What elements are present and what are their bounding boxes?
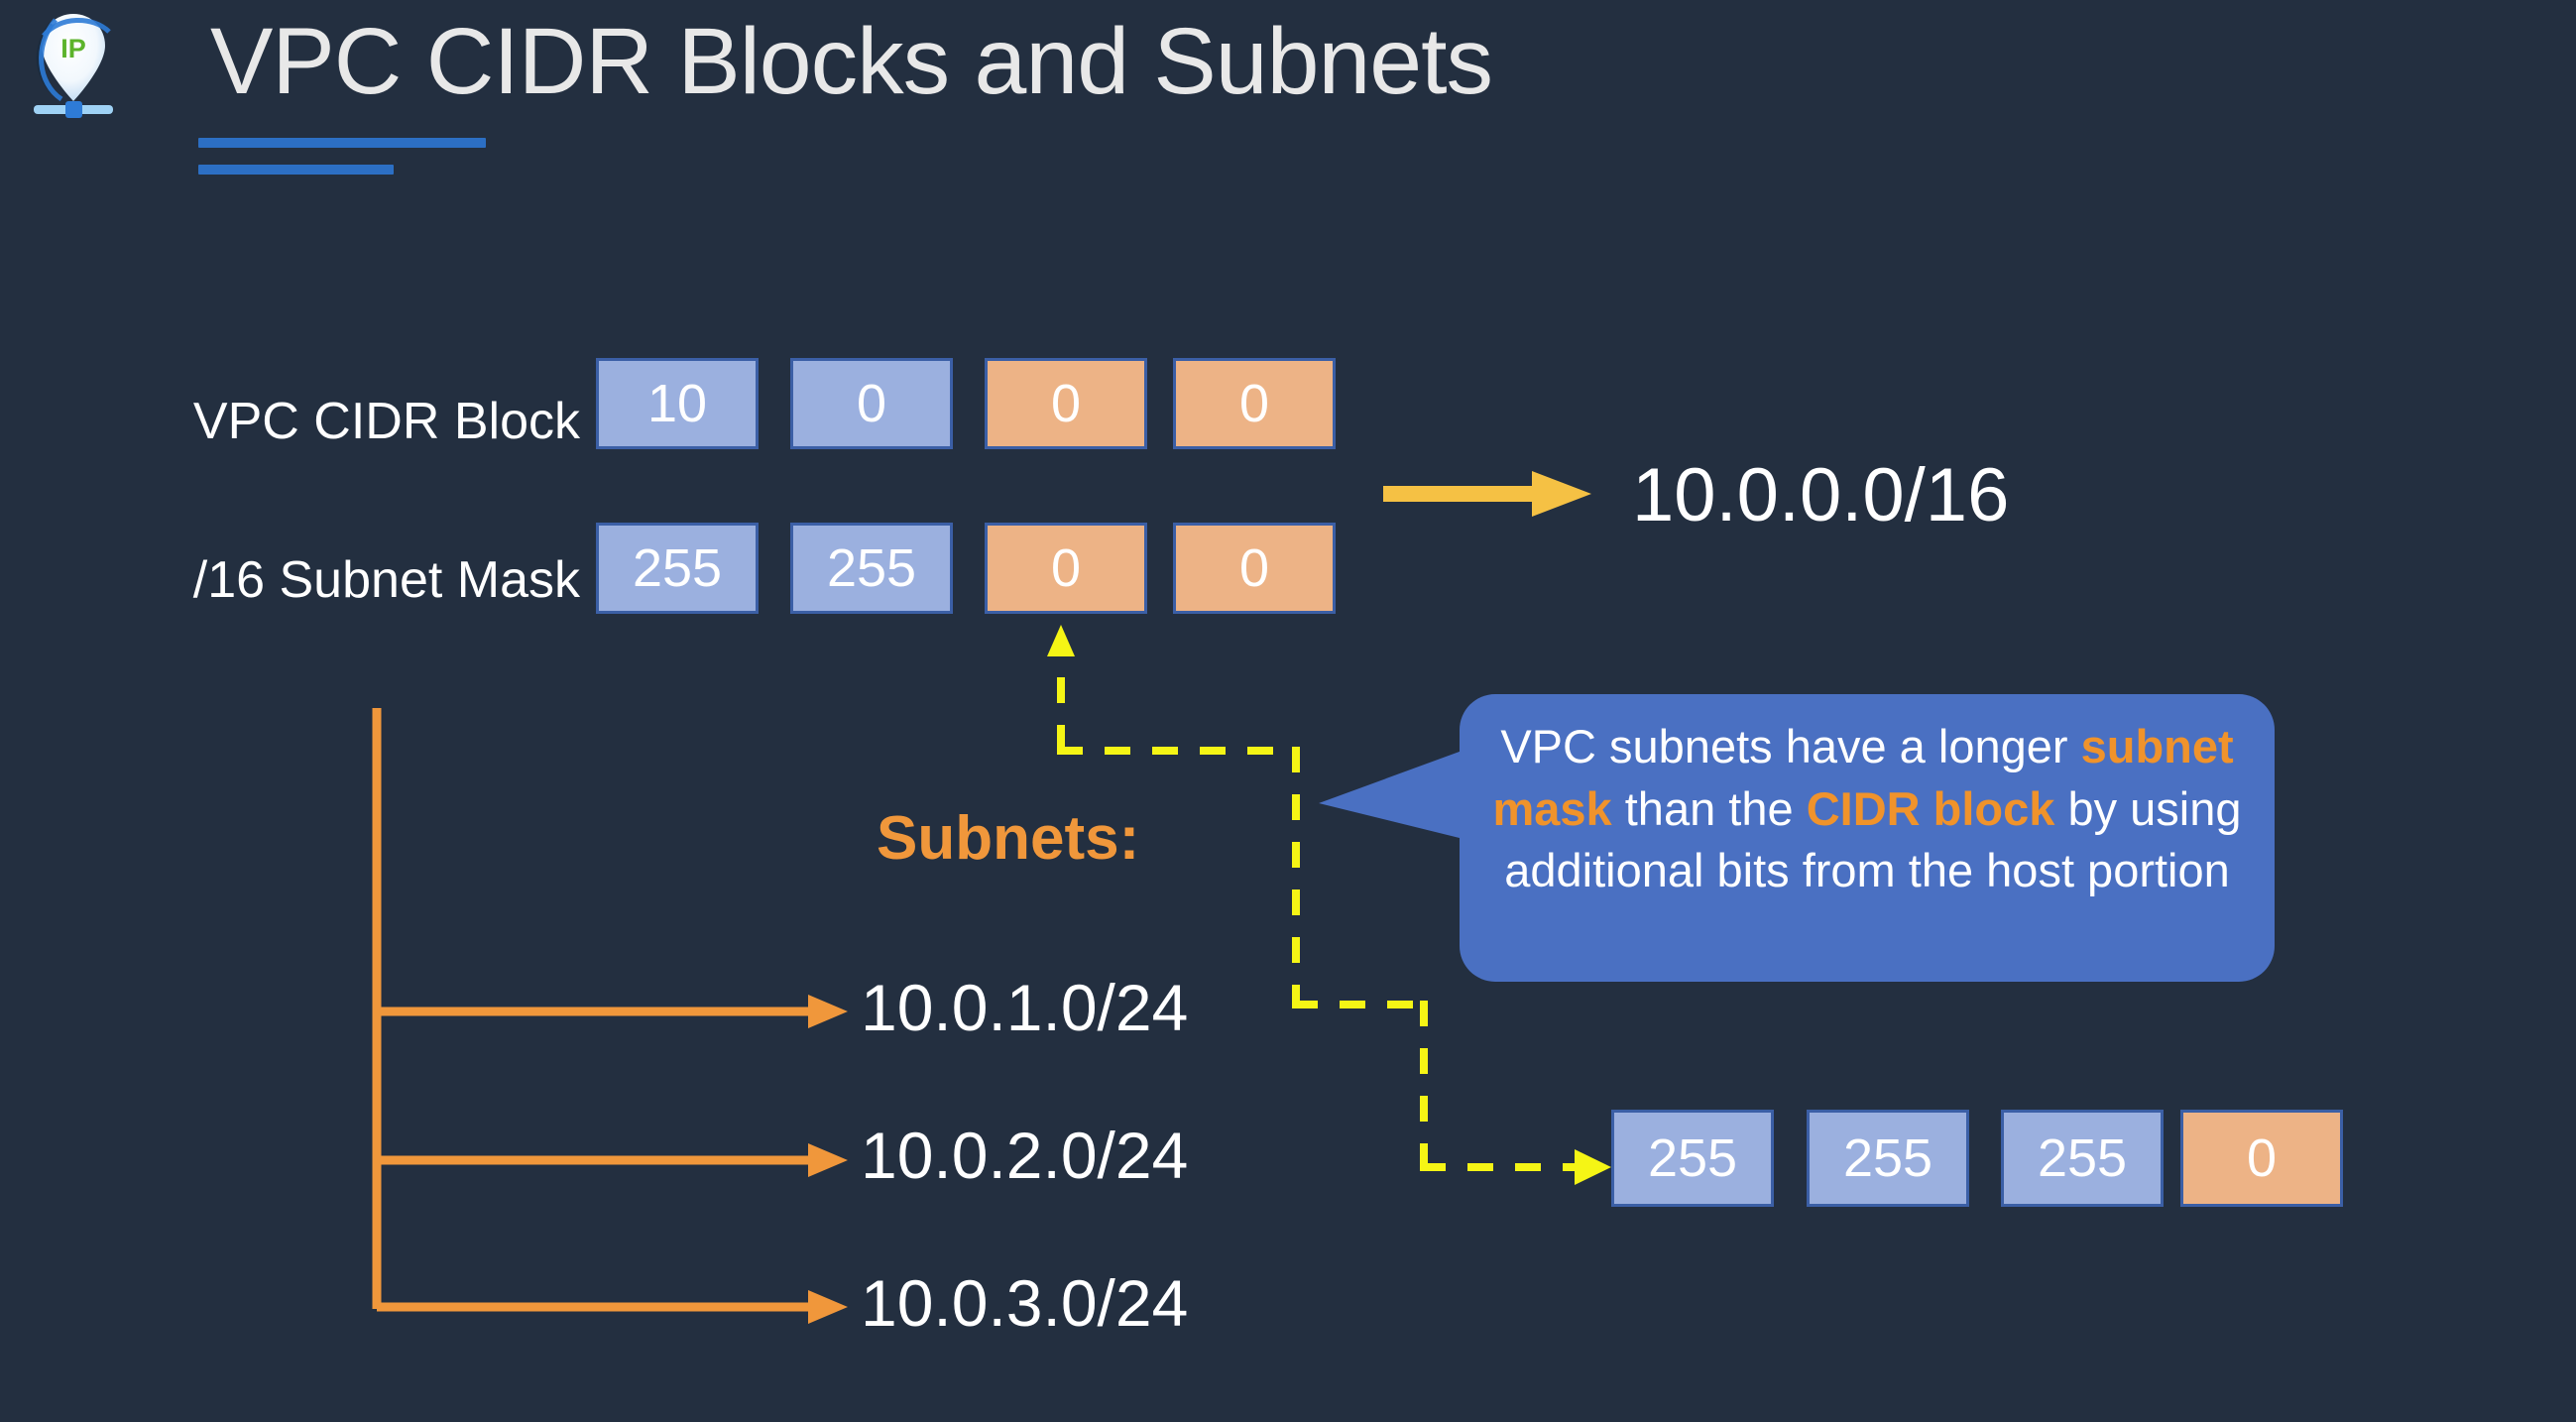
page-title: VPC CIDR Blocks and Subnets bbox=[210, 9, 1493, 114]
cidr-octet-2: 0 bbox=[985, 358, 1147, 449]
subnet-mask-octet-2: 255 bbox=[2001, 1110, 2164, 1207]
subnet-mask-label: /16 Subnet Mask bbox=[192, 551, 580, 609]
subnet-mask-octet-0: 255 bbox=[1611, 1110, 1774, 1207]
mask-octet-2: 0 bbox=[985, 523, 1147, 614]
callout-text: VPC subnets have a longer subnet mask th… bbox=[1492, 720, 2241, 896]
subnets-heading: Subnets: bbox=[877, 804, 1140, 873]
callout-highlight: subnet mask bbox=[1492, 720, 2234, 835]
callout-bubble: VPC subnets have a longer subnet mask th… bbox=[1460, 694, 2275, 982]
cidr-octet-0: 10 bbox=[596, 358, 759, 449]
subnet-cidr-0: 10.0.1.0/24 bbox=[861, 971, 1189, 1044]
ip-location-pin-logo: IP bbox=[22, 6, 125, 125]
callout-tail-icon bbox=[1319, 749, 1467, 858]
callout-highlight: CIDR block bbox=[1806, 781, 2055, 835]
subnet-mask-octet-1: 255 bbox=[1807, 1110, 1969, 1207]
title-underline-primary bbox=[198, 138, 486, 148]
subnet-cidr-1: 10.0.2.0/24 bbox=[861, 1119, 1189, 1192]
cidr-octet-1: 0 bbox=[790, 358, 953, 449]
mask-octet-0: 255 bbox=[596, 523, 759, 614]
subnet-cidr-2: 10.0.3.0/24 bbox=[861, 1266, 1189, 1340]
callout-plain: than the bbox=[1611, 781, 1807, 835]
svg-text:IP: IP bbox=[60, 34, 86, 63]
callout-plain: VPC subnets have a longer bbox=[1500, 720, 2081, 772]
vpc-cidr-result-text: 10.0.0.0/16 bbox=[1632, 453, 2010, 537]
mask-octet-3: 0 bbox=[1173, 523, 1336, 614]
result-arrow-icon bbox=[1383, 471, 1591, 517]
mask-octet-1: 255 bbox=[790, 523, 953, 614]
callout-plain: by using additional bits from the host p… bbox=[1504, 781, 2242, 897]
subnet-mask-octet-3: 0 bbox=[2180, 1110, 2343, 1207]
vpc-cidr-block-label: VPC CIDR Block bbox=[192, 393, 580, 450]
title-underline-secondary bbox=[198, 165, 394, 175]
cidr-octet-3: 0 bbox=[1173, 358, 1336, 449]
